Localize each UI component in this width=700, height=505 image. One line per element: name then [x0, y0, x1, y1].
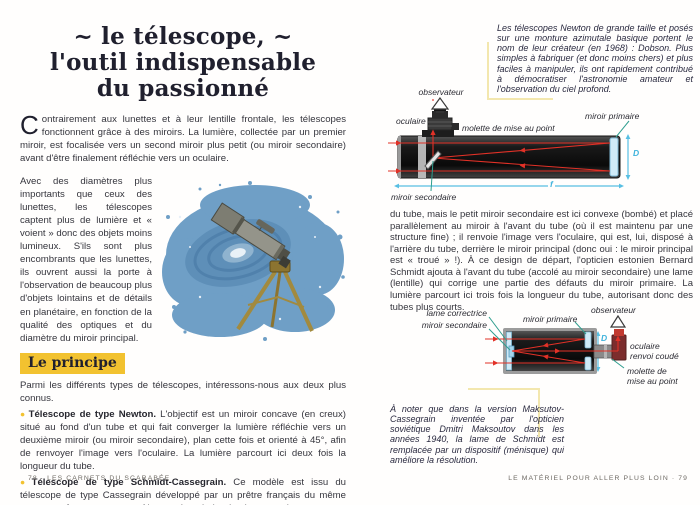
title-line-2: l'outil indispensable	[49, 48, 317, 76]
observer-icon	[430, 96, 450, 113]
section-intro: Parmi les différents types de télescopes…	[20, 380, 346, 405]
telescope-illustration	[160, 177, 346, 345]
bullet-icon: ●	[20, 409, 27, 420]
bullet-schmidt: ●Télescope de type Schmidt-Cassegrain. C…	[20, 476, 346, 505]
section-heading: Le principe	[20, 353, 125, 375]
focuser	[422, 105, 459, 137]
dimension-f	[394, 183, 624, 189]
watercolor-galaxy-telescope	[162, 181, 345, 342]
bullet-newton-lead: Télescope de type Newton.	[28, 409, 157, 421]
label-observateur: observateur	[418, 87, 464, 97]
label-miroir-primaire: miroir primaire	[585, 111, 640, 121]
note-top: Les télescopes Newton de grande taille e…	[497, 23, 693, 94]
primary-mirror-top	[584, 331, 592, 349]
right-footer: LE MATÉRIEL POUR ALLER PLUS LOIN · 79	[508, 475, 688, 482]
left-footer: 78 · LES CARNETS DU SCARABÉE	[28, 475, 171, 482]
tripod	[236, 270, 314, 332]
title-line-3: du passionné	[96, 74, 270, 102]
label-observateur: observateur	[591, 305, 636, 315]
left-page: ~ le télescope, ~ l'outil indispensable …	[20, 24, 346, 505]
label-dim-d: D	[633, 148, 640, 158]
label-miroir-primaire: miroir primaire	[523, 314, 578, 324]
dimension-d	[625, 134, 631, 180]
title-line-1: ~ le télescope, ~	[73, 23, 293, 50]
secondary-mirror	[424, 150, 442, 170]
bullet-schmidt-text: Ce modèle est issu du télescope de type …	[20, 477, 346, 505]
bullet-schmidt-lead: Télescope de type Schmidt-Cassegrain.	[31, 477, 227, 489]
label-miroir-secondaire: miroir secondaire	[391, 192, 457, 202]
tube	[397, 135, 621, 179]
pointer-lines	[430, 120, 630, 192]
right-body-paragraph: du tube, mais le petit miroir secondaire…	[390, 209, 693, 313]
observer-icon	[609, 314, 627, 328]
primary-mirror	[609, 137, 619, 177]
primary-mirror-bottom	[584, 356, 592, 371]
light-rays	[485, 335, 621, 366]
label-oculaire-2: renvoi coudé	[630, 351, 679, 361]
label-molette-2: mise au point	[627, 376, 678, 386]
intro-wrap-zone: Avec des diamètres plus importants que c…	[20, 175, 346, 347]
bullet-newton: ●Télescope de type Newton. L'objectif es…	[20, 408, 346, 473]
telescope-tube	[210, 202, 291, 269]
label-dim-d: D	[601, 333, 608, 343]
label-miroir-secondaire: miroir secondaire	[421, 320, 487, 330]
pointer-lines	[488, 316, 625, 369]
cassegrain-diagram-drawing	[485, 314, 627, 374]
drop-cap: C	[20, 110, 39, 141]
note-bottom: À noter que dans la version Maksutov-Cas…	[390, 404, 564, 465]
page-title: ~ le télescope, ~ l'outil indispensable …	[20, 24, 346, 101]
label-molette: molette de mise au point	[462, 123, 555, 133]
callout-corner-bottom	[468, 388, 540, 437]
label-dim-f: f	[548, 179, 555, 189]
label-oculaire: oculaire	[396, 116, 426, 126]
intro-text-1: ontrairement aux lunettes et à leur lent…	[20, 114, 346, 165]
bullet-newton-text: L'objectif est un miroir concave (en cre…	[20, 409, 346, 473]
label-molette-1: molette de	[627, 366, 667, 376]
focus-knob	[452, 123, 459, 130]
callout-corner-top	[487, 42, 553, 100]
stars	[178, 205, 322, 321]
newton-diagram: observateur oculaire molette de mise au …	[385, 85, 700, 210]
label-lame-correctrice: lame correctrice	[426, 308, 487, 318]
newton-diagram-drawing	[388, 96, 631, 192]
light-rays	[388, 99, 611, 174]
label-oculaire-1: oculaire	[630, 341, 660, 351]
bullet-icon: ●	[20, 477, 30, 488]
intro-text-2: Avec des diamètres plus importants que c…	[20, 176, 152, 344]
cassegrain-diagram: lame correctrice miroir secondaire miroi…	[385, 305, 700, 405]
